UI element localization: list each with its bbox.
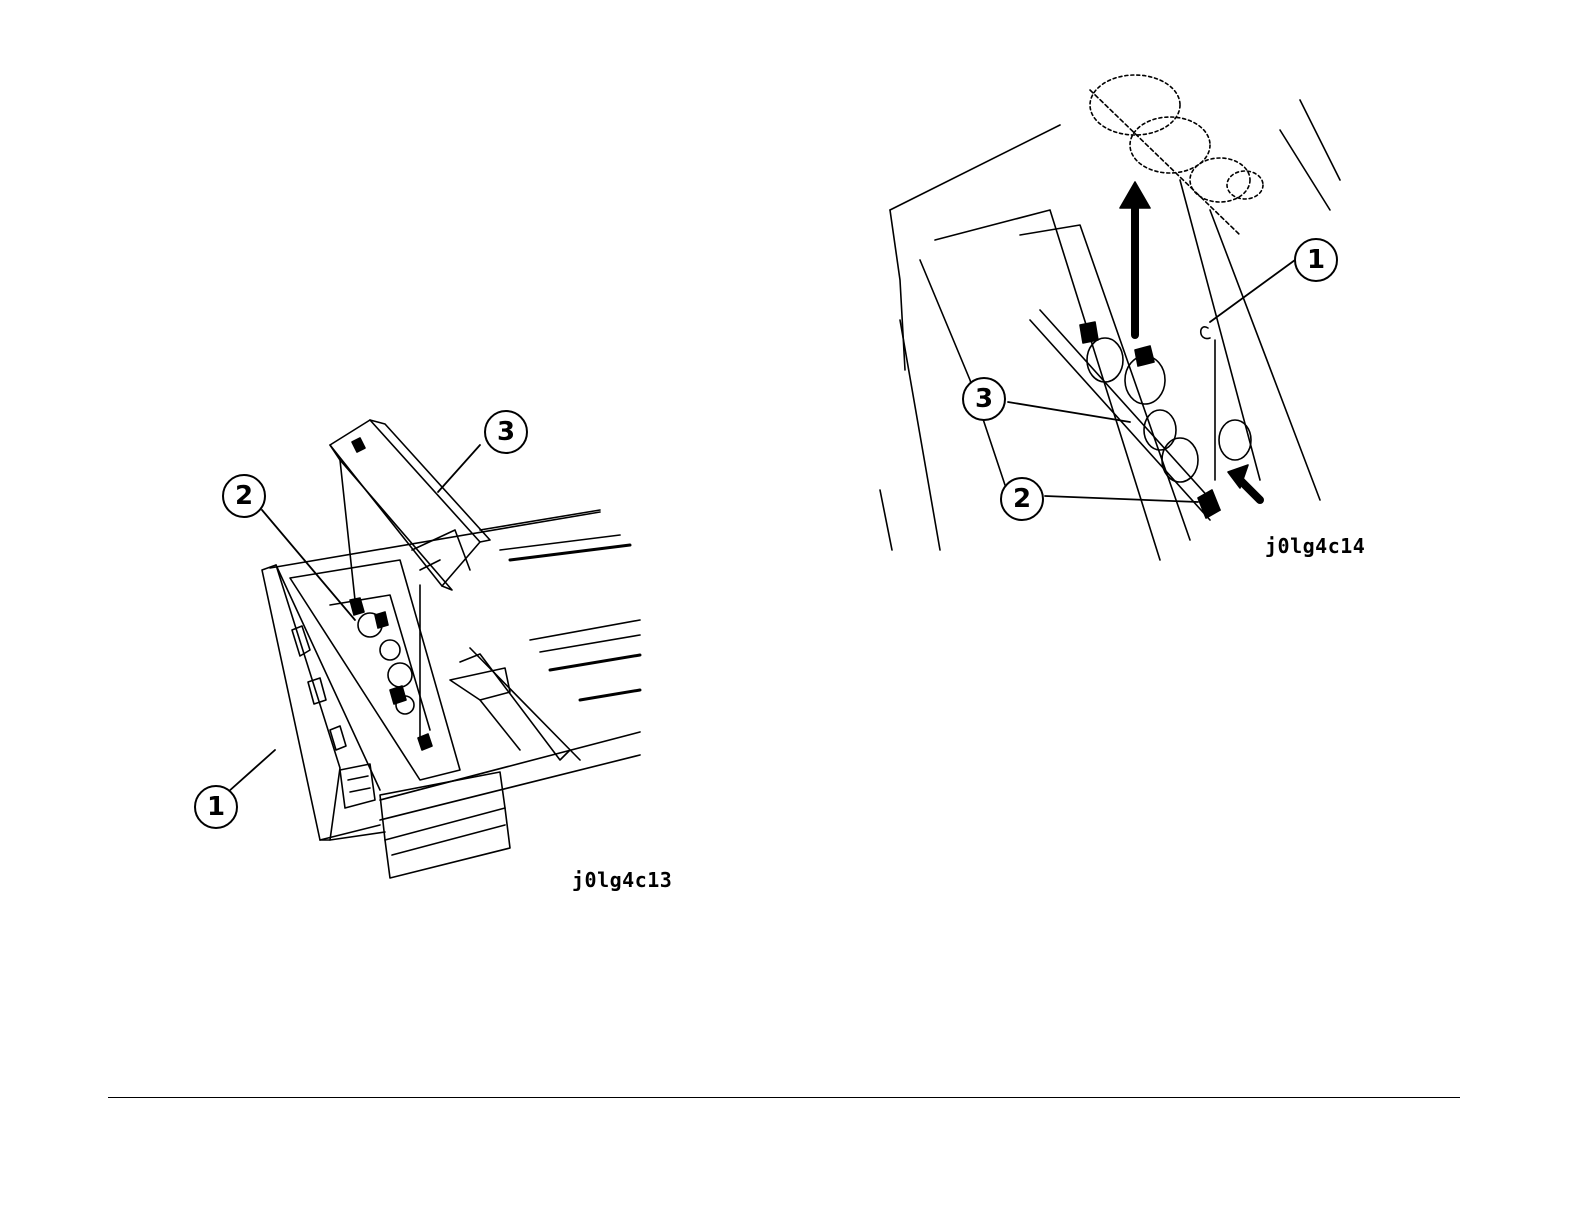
figure-right: 1 2 3 j0lg4c14	[880, 60, 1380, 580]
callout-label: 2	[235, 481, 253, 511]
footer-rule	[108, 1097, 1460, 1098]
callout-label: 2	[1013, 484, 1031, 514]
callout-2: 2	[1000, 477, 1044, 521]
callout-label: 1	[1307, 245, 1325, 275]
callout-2: 2	[222, 474, 266, 518]
figure-id-label: j0lg4c14	[1265, 534, 1365, 558]
callout-label: 3	[497, 417, 515, 447]
callout-3: 3	[962, 377, 1006, 421]
callout-label: 1	[207, 792, 225, 822]
callout-label: 3	[975, 384, 993, 414]
callout-1: 1	[194, 785, 238, 829]
right-line-drawing	[880, 60, 1380, 580]
callout-3: 3	[484, 410, 528, 454]
callout-1: 1	[1294, 238, 1338, 282]
figure-id-label: j0lg4c13	[572, 868, 672, 892]
figure-left: 1 2 3 j0lg4c13	[180, 400, 680, 910]
